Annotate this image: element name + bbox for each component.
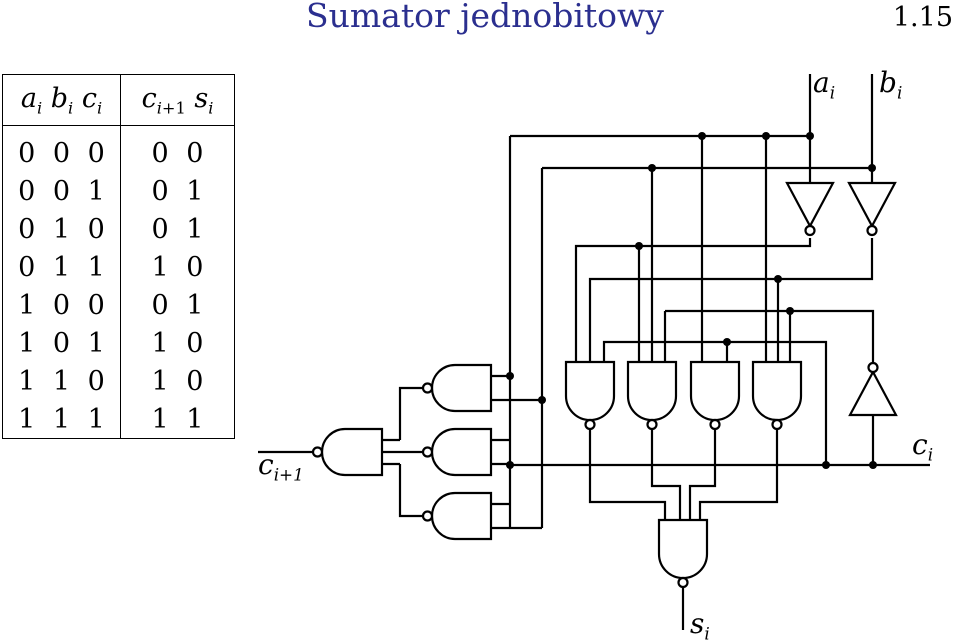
wire <box>698 430 779 520</box>
truth-table-row: 1 1 1 1 1 <box>2 400 235 439</box>
circuit-gates <box>311 181 898 589</box>
wire <box>398 464 432 518</box>
truth-table-row: 0 0 0 0 0 <box>2 125 235 172</box>
nand-gate <box>751 360 803 422</box>
inverter-bubble <box>771 418 783 431</box>
label-s-i: si <box>690 607 710 644</box>
nand-gate <box>320 427 384 477</box>
truth-table-inputs: 1 1 1 <box>2 400 121 439</box>
truth-table-inputs: 1 0 0 <box>2 286 121 324</box>
label-c-i: ci <box>912 428 934 465</box>
label-c-i-plus-1: ci+1 <box>258 448 304 485</box>
inverter-bubble <box>584 418 596 431</box>
not-gate <box>847 181 897 229</box>
wire <box>574 238 812 362</box>
circuit-junctions <box>506 132 877 469</box>
nand-gate <box>657 518 709 580</box>
truth-table-outputs: 1 0 <box>151 251 204 283</box>
junction-dot <box>635 242 643 250</box>
inverter-bubble <box>804 224 816 237</box>
inverter-bubble <box>866 224 878 237</box>
truth-table-inputs: 1 0 1 <box>2 324 121 362</box>
junction-dot <box>806 132 814 140</box>
junction-dot <box>786 307 794 315</box>
inverter-bubble <box>421 510 434 522</box>
truth-table-row: 0 1 1 1 0 <box>2 248 235 286</box>
truth-table-row: 0 0 1 0 1 <box>2 172 235 210</box>
truth-table-inputs: 0 1 0 <box>2 210 121 248</box>
truth-table-outputs: 1 0 <box>151 327 204 359</box>
wire <box>588 238 874 362</box>
circuit-wires <box>258 74 930 630</box>
inverter-bubble <box>677 576 689 589</box>
junction-dot <box>869 461 877 469</box>
truth-table-input-header: ai bi ci <box>2 74 121 126</box>
inverter-bubble <box>709 418 721 431</box>
inverter-bubble <box>421 382 434 394</box>
truth-table-outputs: 0 1 <box>151 175 204 207</box>
junction-dot <box>538 396 546 404</box>
junction-dot <box>762 132 770 140</box>
junction-dot <box>774 275 782 283</box>
truth-table-inputs: 0 1 1 <box>2 248 121 286</box>
nand-gate <box>430 491 493 541</box>
junction-dot <box>868 164 876 172</box>
junction-dot <box>723 338 731 346</box>
truth-table-outputs: 0 1 <box>151 213 204 245</box>
truth-table-row: 0 1 0 0 1 <box>2 210 235 248</box>
truth-table-row: 1 0 1 1 0 <box>2 324 235 362</box>
truth-table-outputs: 1 0 <box>151 365 204 397</box>
junction-dot <box>506 461 514 469</box>
truth-table-output-header: ci+1 si <box>120 74 235 126</box>
wire <box>398 386 432 440</box>
junction-dot <box>648 164 656 172</box>
slide-title: Sumator jednobitowy <box>306 0 664 35</box>
truth-table-inputs: 1 1 0 <box>2 362 121 400</box>
inverter-bubble <box>646 418 658 431</box>
wire <box>688 430 717 520</box>
truth-table-header-row: ai bi ci ci+1 si <box>2 74 235 126</box>
wire <box>588 430 667 520</box>
truth-table-outputs: 1 1 <box>151 403 204 435</box>
junction-dot <box>698 132 706 140</box>
label-b-i: bi <box>879 66 903 103</box>
inverter-bubble <box>421 446 434 458</box>
inverter-bubble <box>311 446 324 458</box>
truth-table-row: 1 0 0 0 1 <box>2 286 235 324</box>
nand-gate <box>430 427 493 477</box>
truth-table-outputs: 0 0 <box>151 137 204 169</box>
nand-gate <box>564 360 616 422</box>
nand-gate <box>689 360 741 422</box>
wire <box>665 309 875 362</box>
truth-table-inputs: 0 0 0 <box>2 125 121 172</box>
nand-gate <box>626 360 678 422</box>
not-gate <box>848 369 898 417</box>
truth-table-row: 1 1 0 1 0 <box>2 362 235 400</box>
label-a-i: ai <box>813 66 836 103</box>
wire <box>650 430 682 520</box>
slide-number: 1.15 <box>892 2 953 33</box>
wire <box>602 340 828 465</box>
inverter-bubble <box>867 361 879 374</box>
nand-gate <box>430 363 493 413</box>
junction-dot <box>822 461 830 469</box>
truth-table-inputs: 0 0 1 <box>2 172 121 210</box>
not-gate <box>785 181 835 229</box>
junction-dot <box>506 372 514 380</box>
truth-table-outputs: 0 1 <box>151 289 204 321</box>
